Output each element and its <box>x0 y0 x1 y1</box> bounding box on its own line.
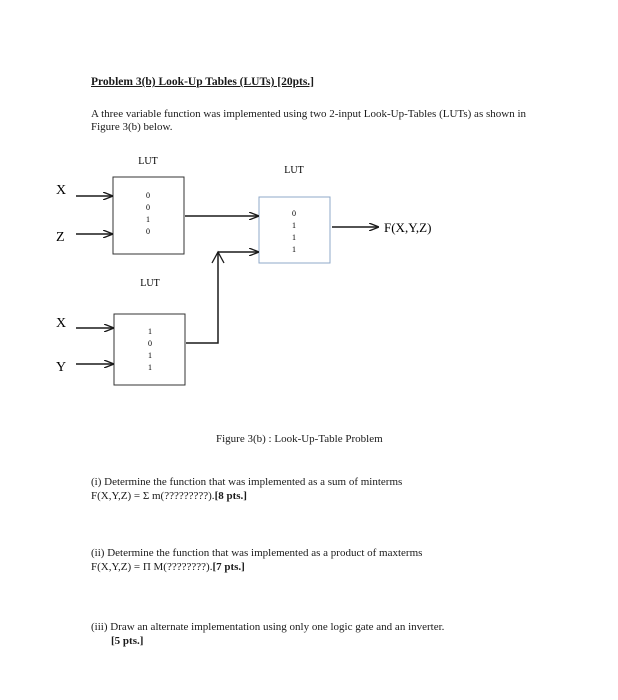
input-x-bottom: X <box>56 316 66 331</box>
lut2-box <box>113 313 186 386</box>
lut1-value-0: 0 <box>146 191 150 200</box>
lut3-label: LUT <box>284 165 303 176</box>
question-2-points: [7 pts.] <box>212 561 245 573</box>
lut1-value-2: 1 <box>146 215 150 224</box>
lut3-box <box>258 196 331 264</box>
lut-diagram: LUT 0 0 1 0 LUT 1 0 1 1 LUT 0 1 1 1 X Z … <box>56 156 431 386</box>
input-z: Z <box>56 230 65 245</box>
lut2-value-0: 1 <box>148 327 152 336</box>
question-1-expr: F(X,Y,Z) = Σ m(?????????). <box>91 490 215 502</box>
lut1-value-3: 0 <box>146 227 150 236</box>
output-label: F(X,Y,Z) <box>384 220 431 235</box>
lut3-value-2: 1 <box>292 233 296 242</box>
lut1-box <box>112 176 185 255</box>
question-1-text: (i) Determine the function that was impl… <box>91 476 403 488</box>
question-1: (i) Determine the function that was impl… <box>91 475 402 503</box>
question-2-answer-line: F(X,Y,Z) = Π M(????????).[7 pts.] <box>91 560 422 574</box>
problem-intro: A three variable function was implemente… <box>91 108 527 133</box>
question-3-text: (iii) Draw an alternate implementation u… <box>91 621 445 633</box>
lut3-value-1: 1 <box>292 221 296 230</box>
input-y: Y <box>56 360 66 375</box>
question-2-expr: F(X,Y,Z) = Π M(????????). <box>91 561 213 573</box>
input-x-top: X <box>56 183 66 198</box>
lut2-value-1: 0 <box>148 339 152 348</box>
lut1-label: LUT <box>138 156 157 167</box>
figure-caption: Figure 3(b) : Look-Up-Table Problem <box>216 433 383 445</box>
problem-title: Problem 3(b) Look-Up Tables (LUTs) [20pt… <box>91 76 315 88</box>
lut3-value-3: 1 <box>292 245 296 254</box>
question-2: (ii) Determine the function that was imp… <box>91 546 422 574</box>
lut2-label: LUT <box>140 278 159 289</box>
question-1-points: [8 pts.] <box>214 490 247 502</box>
lut2-value-2: 1 <box>148 351 152 360</box>
lut2-value-3: 1 <box>148 363 152 372</box>
question-2-text: (ii) Determine the function that was imp… <box>91 547 423 559</box>
question-1-answer-line: F(X,Y,Z) = Σ m(?????????).[8 pts.] <box>91 489 402 503</box>
question-3-points: [5 pts.] <box>111 635 144 647</box>
wire-lut2-lut3 <box>186 252 219 344</box>
question-3: (iii) Draw an alternate implementation u… <box>91 620 444 648</box>
lut3-value-0: 0 <box>292 209 296 218</box>
lut1-value-1: 0 <box>146 203 150 212</box>
